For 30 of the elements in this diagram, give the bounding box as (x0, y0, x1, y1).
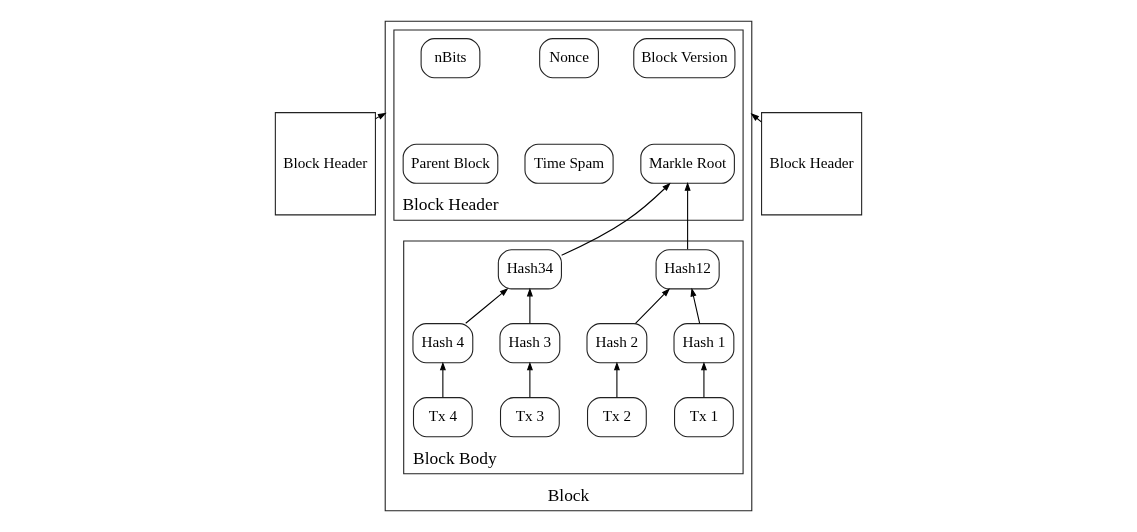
arrow (613, 361, 620, 398)
arrow (439, 361, 446, 398)
arrow (634, 288, 671, 324)
arrow (526, 287, 533, 324)
node-box: Time Spam (524, 143, 614, 184)
arrow (465, 288, 509, 324)
node-box: nBits (420, 38, 481, 79)
node-box: Block Header (761, 112, 863, 216)
node-box: Tx 4 (412, 397, 473, 438)
node-box: Block Version (633, 38, 736, 79)
node-box: Tx 3 (499, 397, 560, 438)
arrow (684, 182, 691, 250)
node-box: Markle Root (640, 143, 735, 184)
node-box: Hash34 (497, 249, 562, 290)
node-box: Block Header (274, 112, 376, 216)
node-box: Tx 2 (587, 397, 647, 438)
arrow (750, 113, 762, 123)
arrow (374, 112, 387, 120)
arrow (690, 287, 701, 324)
node-box: Hash 2 (586, 323, 648, 364)
node-box: Nonce (539, 38, 599, 79)
arrow (526, 361, 533, 398)
arrow (561, 182, 671, 256)
node-box: Hash12 (655, 249, 720, 290)
node-box: Hash 1 (673, 323, 735, 364)
node-box: Tx 1 (674, 397, 734, 438)
node-box: Hash 4 (412, 323, 474, 364)
node-box: Parent Block (402, 143, 499, 184)
arrow (700, 361, 707, 398)
node-box: Hash 3 (499, 323, 561, 364)
